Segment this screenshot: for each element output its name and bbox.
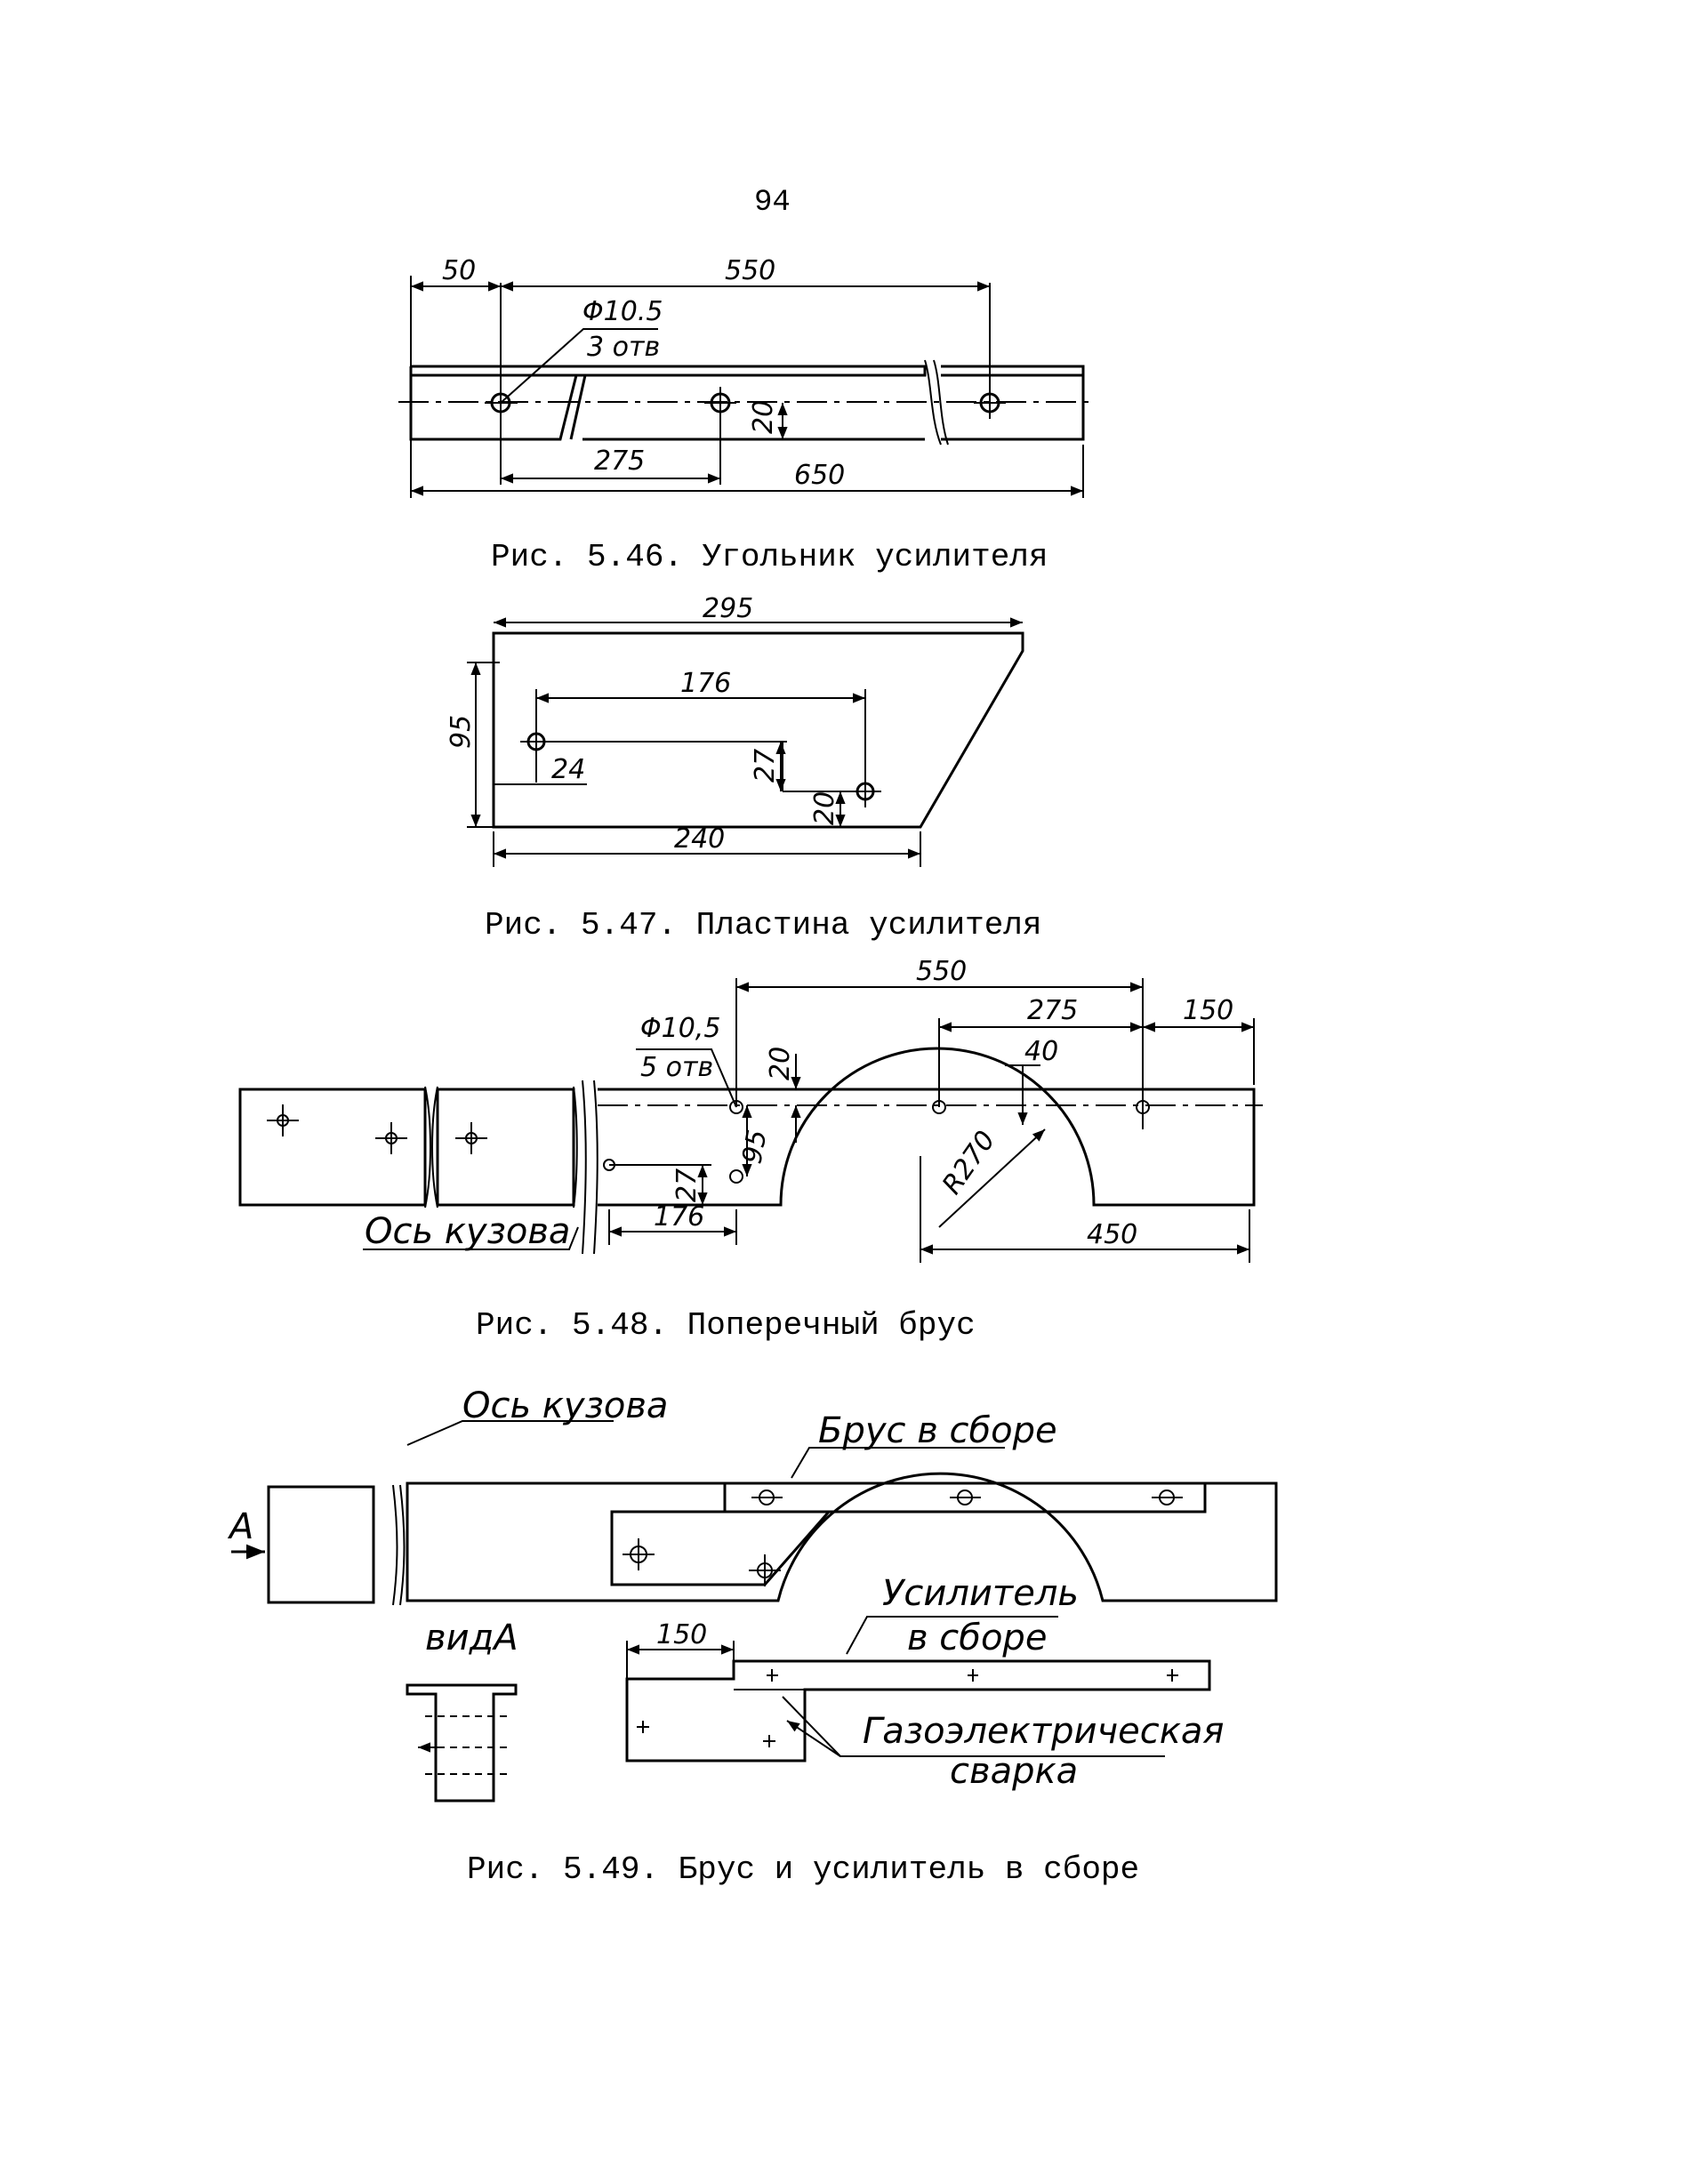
reinforcer-label-line1: Усилитель [882,1573,1079,1614]
holes [267,1100,1150,1184]
view-a-label: видА [425,1618,518,1658]
caption-5-46: Рис. 5.46. Угольник усилителя [491,539,1048,575]
reinforcer-assembly [625,1659,1211,1762]
dim-20: 20 [765,1047,796,1080]
dim-95: 95 [446,715,477,749]
reinforcer-label-line2: в сборе [907,1618,1047,1658]
page-number: 94 [754,186,791,220]
dim-50: 50 [442,255,476,286]
dim-450: 450 [1087,1219,1137,1250]
beam-left-segments [238,1080,598,1255]
dim-176: 176 [680,668,731,699]
dim-550: 550 [725,255,775,286]
dimension-lines [410,276,1084,498]
weld-label-line1: Газоэлектрическая [863,1711,1224,1752]
dim-176: 176 [654,1201,704,1233]
plate-outline [492,631,1024,829]
dimension-lines [467,617,1023,867]
dim-95: 95 [736,1128,773,1167]
radius-270: R270 [936,1126,1001,1200]
dim-650: 650 [794,460,845,491]
dim-40: 40 [1024,1036,1058,1067]
hole-diameter-note: Φ10,5 [640,1013,720,1044]
hole-count-note: 3 отв [587,332,660,363]
beam-assembly-label: Брус в сборе [818,1410,1057,1451]
dim-550: 550 [916,956,967,987]
dim-150: 150 [1183,995,1233,1026]
body-axis-label: Ось кузова [365,1211,570,1252]
dimension-lines [363,978,1255,1263]
dim-275: 275 [1027,995,1078,1026]
figure-5-48: 550 275 150 40 20 95 27 176 R270 450 Φ10… [238,956,1263,1344]
holes [623,1489,1183,1586]
figure-5-47: 295 176 95 24 27 20 240 Рис. 5.47. Пласт… [446,593,1042,943]
dim-27: 27 [671,1168,703,1202]
figure-5-46: 50 550 275 650 20 Φ10.5 3 отв Рис. 5.46.… [398,255,1094,575]
dim-275: 275 [594,446,645,477]
figure-5-49: А Ось кузова Брус в сборе видА 150 Усили… [227,1385,1278,1888]
dim-20: 20 [748,400,779,434]
weld-points [637,1669,1178,1747]
assembly-beam-outline [406,1472,1278,1602]
dim-27: 27 [750,749,781,783]
caption-5-49: Рис. 5.49. Брус и усилитель в сборе [467,1851,1139,1888]
beam-subassembly [723,1481,1207,1514]
reinforcer-leader [846,1616,1058,1655]
dim-240: 240 [674,823,725,855]
caption-5-48: Рис. 5.48. Поперечный брус [476,1307,976,1344]
dim-20: 20 [809,791,840,825]
view-a-block [267,1485,375,1604]
view-a-section [406,1683,518,1803]
beam-main-outline [598,1047,1263,1207]
weld-label-line2: сварка [950,1751,1078,1792]
beam-leader [791,1447,1005,1479]
caption-5-47: Рис. 5.47. Пластина усилителя [485,907,1042,943]
dim-24: 24 [551,754,585,785]
hole-diameter-note: Φ10.5 [582,296,663,327]
hole-count-note: 5 отв [640,1052,713,1083]
view-a-arrow-label: А [227,1506,253,1547]
dim-295: 295 [703,593,753,624]
dim-150: 150 [656,1619,707,1650]
axis-leader [406,1420,614,1446]
body-axis-label: Ось кузова [462,1385,668,1426]
